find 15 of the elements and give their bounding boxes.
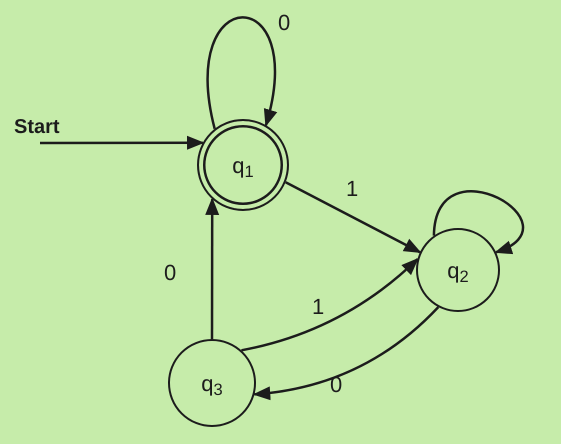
arrow — [205, 197, 220, 339]
state-label: q$_{2}$ — [447, 256, 469, 286]
arrow — [40, 136, 205, 150]
edge-label: 1 — [312, 293, 324, 321]
edge-label: 1 — [346, 175, 358, 203]
arrow — [285, 181, 422, 254]
arrow — [252, 306, 440, 400]
state-label: q$_{1}$ — [232, 152, 254, 182]
arrow — [241, 258, 419, 352]
arrow — [432, 190, 524, 254]
edge-label: 0 — [164, 259, 176, 287]
arrow — [206, 16, 276, 129]
edge-label: 0 — [278, 9, 290, 37]
state-label: q$_{3}$ — [201, 370, 223, 400]
edge-label: Start — [14, 115, 60, 140]
